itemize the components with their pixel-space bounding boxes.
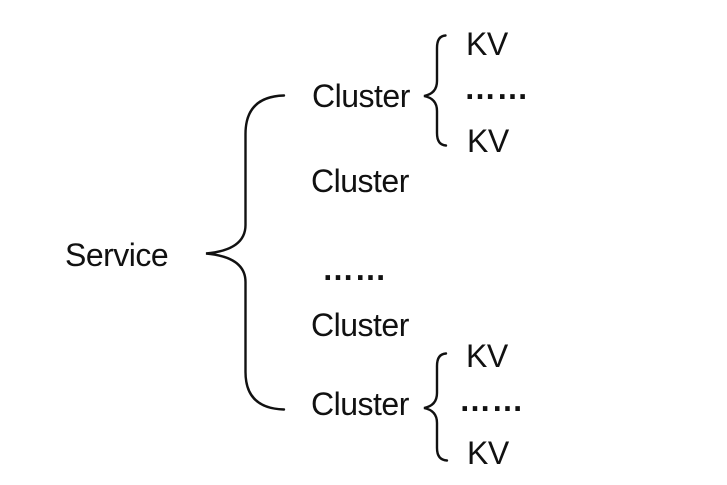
kv-top-curly-brace <box>423 34 448 147</box>
service-label: Service <box>65 237 169 273</box>
kv-top-last-label: KV <box>467 123 509 159</box>
cluster-label-2: Cluster <box>311 163 409 199</box>
cluster-label-3: Cluster <box>311 307 409 343</box>
kv-bottom-curly-brace <box>423 352 449 462</box>
clusters-ellipsis: …… <box>322 251 387 287</box>
kv-top-ellipsis: …… <box>464 70 529 106</box>
kv-bottom-ellipsis: …… <box>459 382 524 418</box>
kv-bottom-first-label: KV <box>466 338 508 374</box>
service-curly-brace <box>205 94 286 411</box>
cluster-label-4: Cluster <box>311 386 409 422</box>
kv-top-first-label: KV <box>466 26 508 62</box>
kv-bottom-last-label: KV <box>467 435 509 471</box>
cluster-label-1: Cluster <box>312 78 410 114</box>
